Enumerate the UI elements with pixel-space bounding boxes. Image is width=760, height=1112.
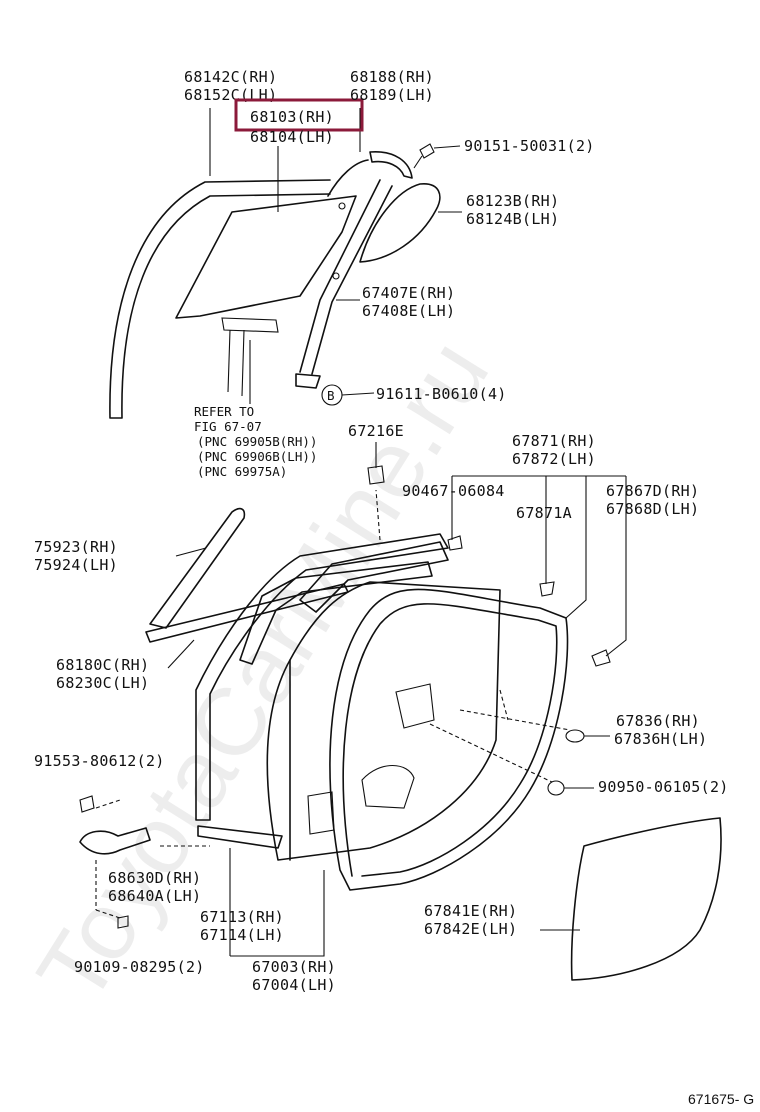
- label-75923: 75923(RH): [34, 538, 118, 556]
- run-channel-68142c: [109, 179, 331, 419]
- label-67836: 67836(RH): [616, 712, 700, 730]
- screw-90109: [117, 915, 129, 929]
- figure-id: 671675- G: [688, 1091, 754, 1107]
- seal-67216e: [367, 465, 385, 485]
- door-service-hole-2: [361, 765, 415, 809]
- label-67868d: 67868D(LH): [606, 500, 699, 518]
- label-91611: 91611-B0610(4): [376, 385, 507, 403]
- door-frame-67003: [289, 541, 449, 861]
- highlight-68103: [234, 98, 364, 132]
- label-68630d: 68630D(RH): [108, 869, 201, 887]
- label-68189: 68189(LH): [350, 86, 434, 104]
- door-shell-67003[interactable]: [266, 581, 501, 861]
- label-68640a: 68640A(LH): [108, 887, 201, 905]
- label-67113: 67113(RH): [200, 908, 284, 926]
- label-68230c: 68230C(LH): [56, 674, 149, 692]
- lead-90151: [433, 145, 461, 149]
- door-glass-68103[interactable]: [175, 195, 357, 319]
- bolt-91553: [79, 795, 95, 813]
- label-67003: 67003(RH): [252, 958, 336, 976]
- refer-line-4: (PNC 69906B(LH)): [197, 449, 317, 464]
- refer-line-2: FIG 67-07: [194, 419, 262, 434]
- service-cover-67841e: [570, 817, 722, 981]
- label-68142c: 68142C(RH): [184, 68, 277, 86]
- label-91553: 91553-80612(2): [34, 752, 165, 770]
- division-bar-68188: [369, 151, 413, 179]
- label-67004: 67004(LH): [252, 976, 336, 994]
- weatherstrip-67871-inner: [342, 603, 558, 877]
- weatherstrip-67407e: [295, 373, 321, 389]
- label-67871a: 67871A: [516, 504, 572, 522]
- window-frame-67113: [195, 533, 449, 821]
- label-68104: 68104(LH): [250, 128, 334, 146]
- door-glass-channel: [221, 317, 279, 397]
- door-service-hole-1: [395, 683, 435, 729]
- door-service-hole-3: [307, 791, 335, 835]
- division-bar-frame: [299, 159, 393, 375]
- grommet-67867d: [591, 649, 611, 667]
- quarter-glass-68123b[interactable]: [359, 183, 441, 263]
- label-68124b: 68124B(LH): [466, 210, 559, 228]
- label-67216e: 67216E: [348, 422, 404, 440]
- label-90467: 90467-06084: [402, 482, 505, 500]
- label-67407e: 67407E(RH): [362, 284, 455, 302]
- clip-67871a: [539, 581, 555, 597]
- bolt-90151[interactable]: [413, 143, 435, 169]
- label-67867d: 67867D(RH): [606, 482, 699, 500]
- clip-90467: [447, 535, 463, 551]
- label-90151: 90151-50031(2): [464, 137, 595, 155]
- label-68123b: 68123B(RH): [466, 192, 559, 210]
- refer-line-1: REFER TO: [194, 404, 254, 419]
- label-75924: 75924(LH): [34, 556, 118, 574]
- label-67842e: 67842E(LH): [424, 920, 517, 938]
- label-67408e: 67408E(LH): [362, 302, 455, 320]
- window-frame-67113-b: [239, 561, 433, 665]
- label-68180c: 68180C(RH): [56, 656, 149, 674]
- circle-b-label: B: [327, 388, 335, 403]
- plug-90950: [547, 780, 565, 796]
- plug-67836: [565, 729, 585, 743]
- label-67872: 67872(LH): [512, 450, 596, 468]
- label-67871: 67871(RH): [512, 432, 596, 450]
- clip-91611-icon: [332, 272, 340, 280]
- label-90109: 90109-08295(2): [74, 958, 205, 976]
- label-68188: 68188(RH): [350, 68, 434, 86]
- moulding-75923: [149, 507, 246, 629]
- refer-line-3: (PNC 69905B(RH)): [197, 434, 317, 449]
- label-67836h: 67836H(LH): [614, 730, 707, 748]
- refer-line-5: (PNC 69975A): [197, 464, 287, 479]
- label-90950: 90950-06105(2): [598, 778, 729, 796]
- label-68103[interactable]: 68103(RH): [250, 108, 334, 126]
- label-67841e: 67841E(RH): [424, 902, 517, 920]
- label-67114: 67114(LH): [200, 926, 284, 944]
- window-outer-belt-67113: [197, 825, 283, 849]
- weatherstrip-67871: [329, 588, 569, 891]
- belt-moulding-68180c: [145, 583, 349, 643]
- hinge-68630d[interactable]: [79, 827, 151, 855]
